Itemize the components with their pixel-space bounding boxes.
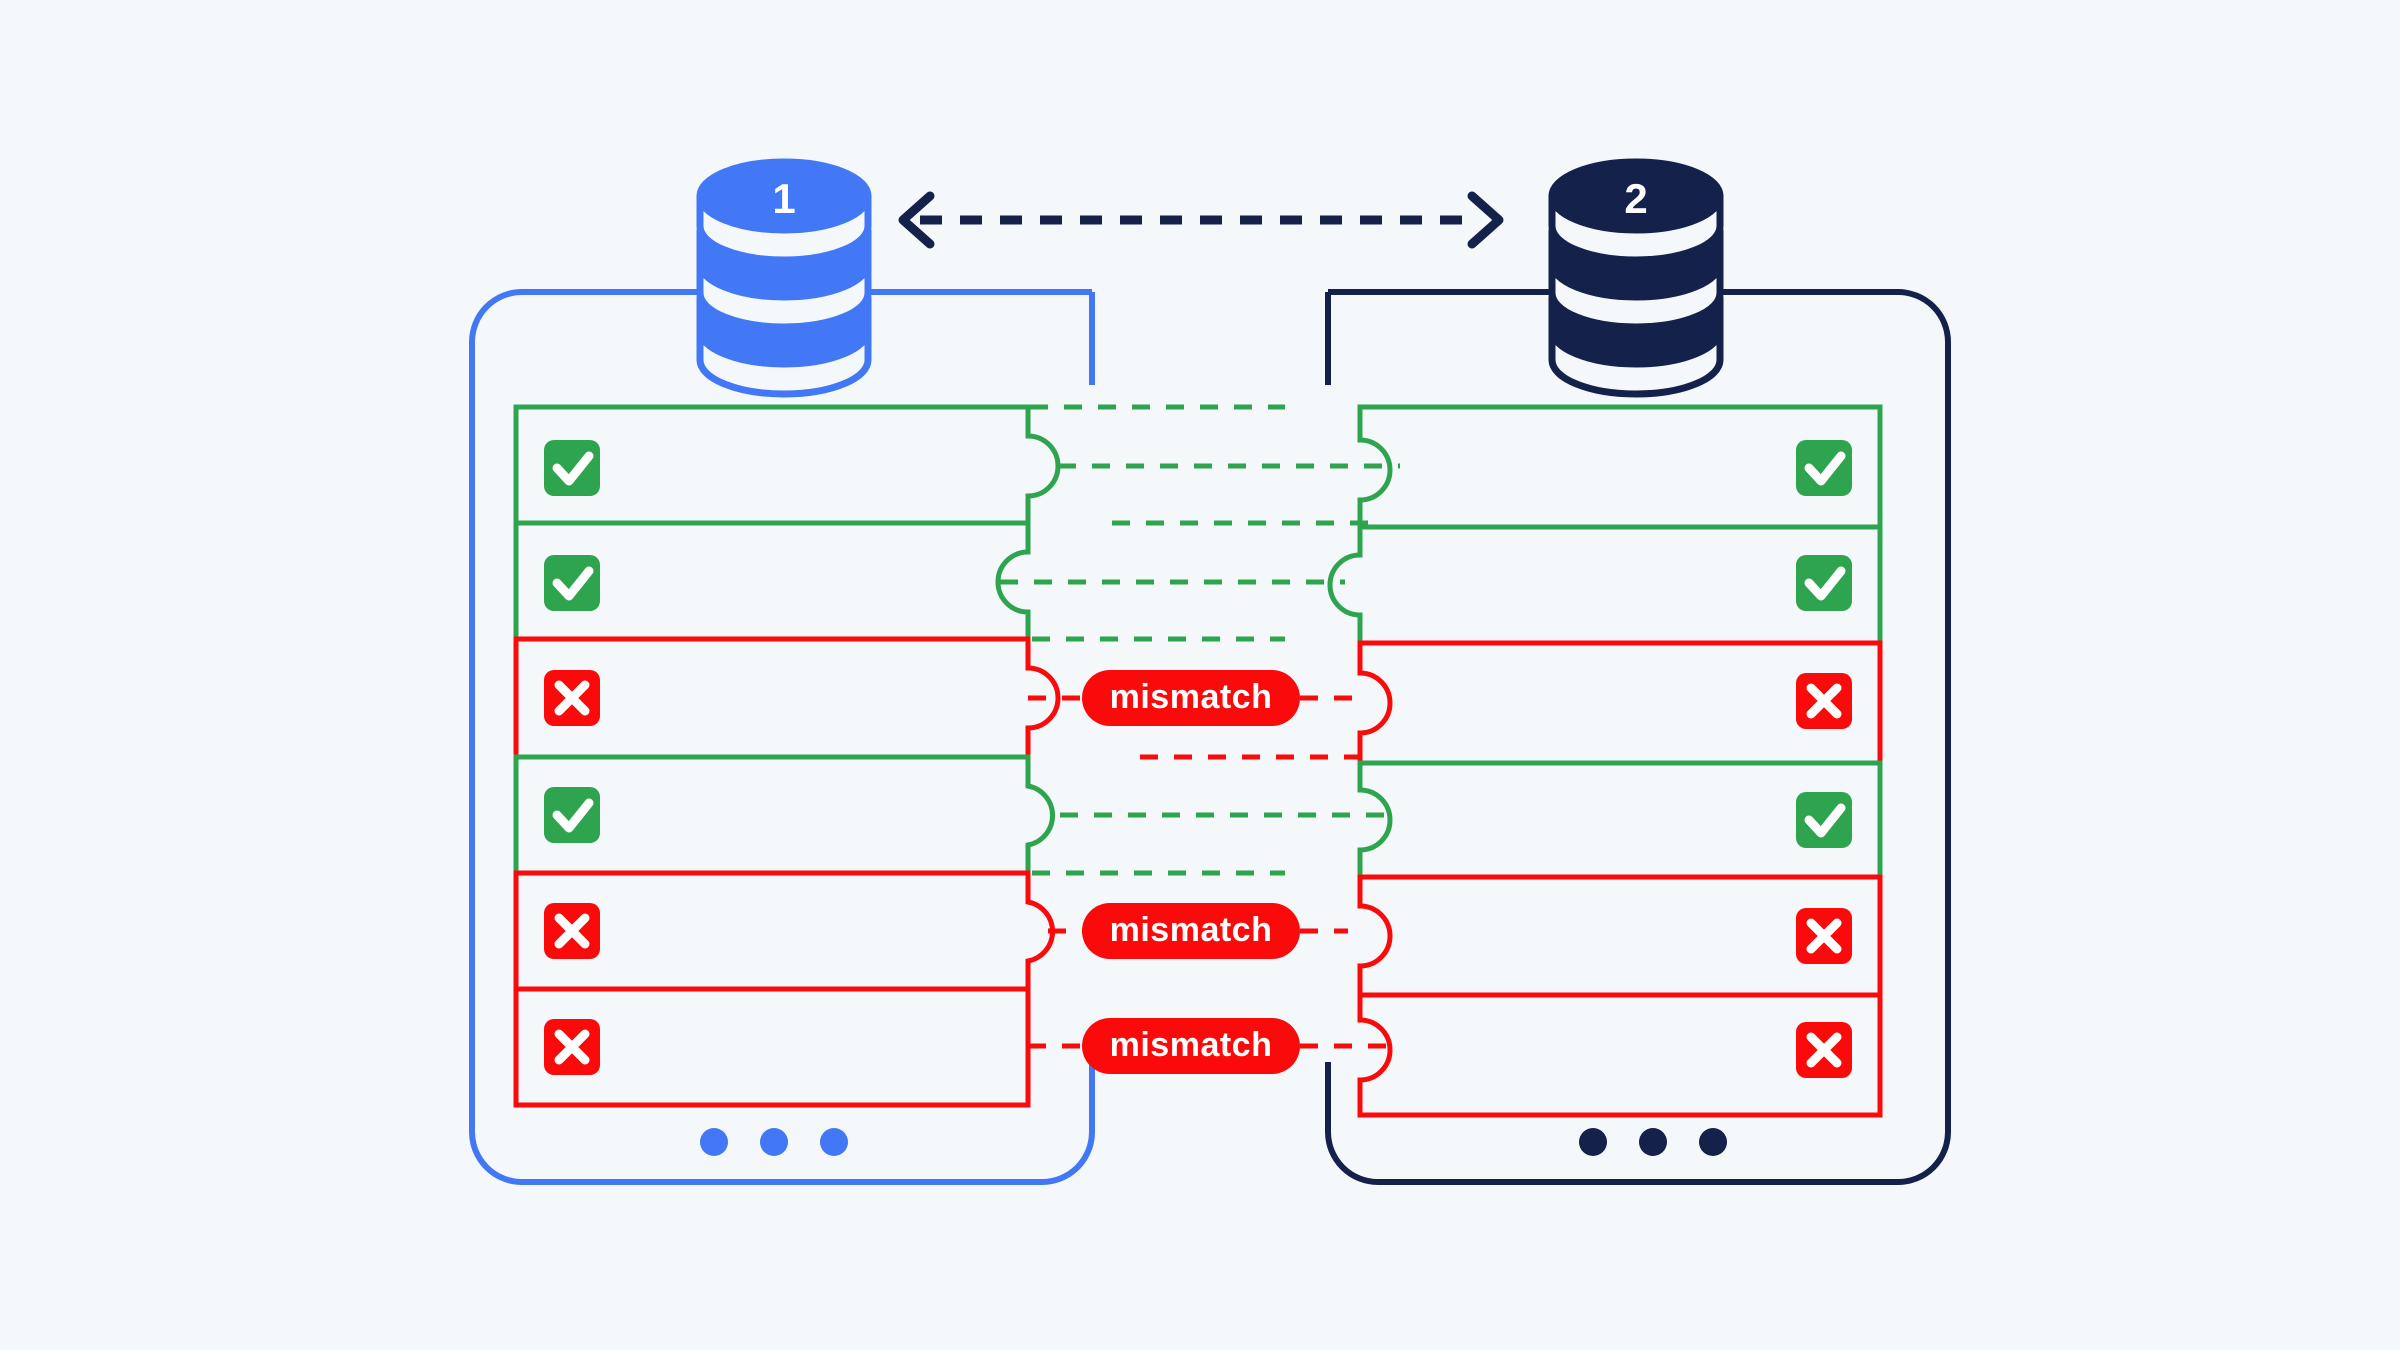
right-row-1-check-icon bbox=[1796, 440, 1852, 496]
mismatch-badge-row-3[interactable]: mismatch bbox=[1082, 670, 1300, 726]
right-database-label: 2 bbox=[1624, 175, 1647, 222]
left-row-4[interactable] bbox=[513, 754, 1055, 876]
left-dot-1 bbox=[700, 1128, 728, 1156]
sync-arrow bbox=[898, 191, 1504, 249]
left-database-label: 1 bbox=[772, 175, 795, 222]
left-row-6[interactable] bbox=[513, 986, 1031, 1108]
right-row-3-cross-icon bbox=[1796, 673, 1852, 729]
mismatch-badge-row-5[interactable]: mismatch bbox=[1082, 903, 1300, 959]
right-dot-1 bbox=[1579, 1128, 1607, 1156]
mismatch-badge-label-3: mismatch bbox=[1110, 678, 1273, 716]
right-row-3[interactable] bbox=[1357, 640, 1883, 766]
right-row-6-cross-icon bbox=[1796, 1022, 1852, 1078]
left-panel-frame bbox=[469, 289, 1095, 1185]
right-row-4[interactable] bbox=[1357, 760, 1883, 880]
left-database-icon[interactable]: 1 bbox=[696, 158, 872, 398]
mismatch-badge-label-5: mismatch bbox=[1110, 911, 1273, 949]
right-row-5[interactable] bbox=[1357, 874, 1883, 998]
right-dot-2 bbox=[1639, 1128, 1667, 1156]
left-row-4-check-icon bbox=[544, 787, 600, 843]
left-dot-3 bbox=[820, 1128, 848, 1156]
mismatch-badge-label-6: mismatch bbox=[1110, 1026, 1273, 1064]
left-row-1-check-icon bbox=[544, 440, 600, 496]
left-row-3-cross-icon bbox=[544, 670, 600, 726]
right-row-5-cross-icon bbox=[1796, 908, 1852, 964]
right-row-2[interactable] bbox=[1327, 524, 1883, 646]
right-row-2-check-icon bbox=[1796, 555, 1852, 611]
right-row-6[interactable] bbox=[1357, 992, 1883, 1118]
left-panel-dots bbox=[700, 1128, 848, 1156]
mismatch-badge-row-6[interactable]: mismatch bbox=[1082, 1018, 1300, 1074]
sync-arrow-head-right bbox=[1467, 191, 1504, 249]
left-row-3[interactable] bbox=[513, 636, 1061, 760]
right-row-4-check-icon bbox=[1796, 792, 1852, 848]
right-row-1[interactable] bbox=[1357, 404, 1883, 530]
left-dot-2 bbox=[760, 1128, 788, 1156]
left-row-5-cross-icon bbox=[544, 903, 600, 959]
left-row-1[interactable] bbox=[513, 404, 1061, 526]
left-row-6-cross-icon bbox=[544, 1019, 600, 1075]
left-row-2-check-icon bbox=[544, 555, 600, 611]
right-dot-3 bbox=[1699, 1128, 1727, 1156]
right-database-icon[interactable]: 2 bbox=[1548, 158, 1724, 398]
left-row-5[interactable] bbox=[513, 870, 1055, 992]
sync-arrow-head-left bbox=[898, 191, 935, 249]
left-row-2[interactable] bbox=[513, 520, 1031, 642]
right-panel-dots bbox=[1579, 1128, 1727, 1156]
right-panel-frame bbox=[1325, 289, 1951, 1185]
